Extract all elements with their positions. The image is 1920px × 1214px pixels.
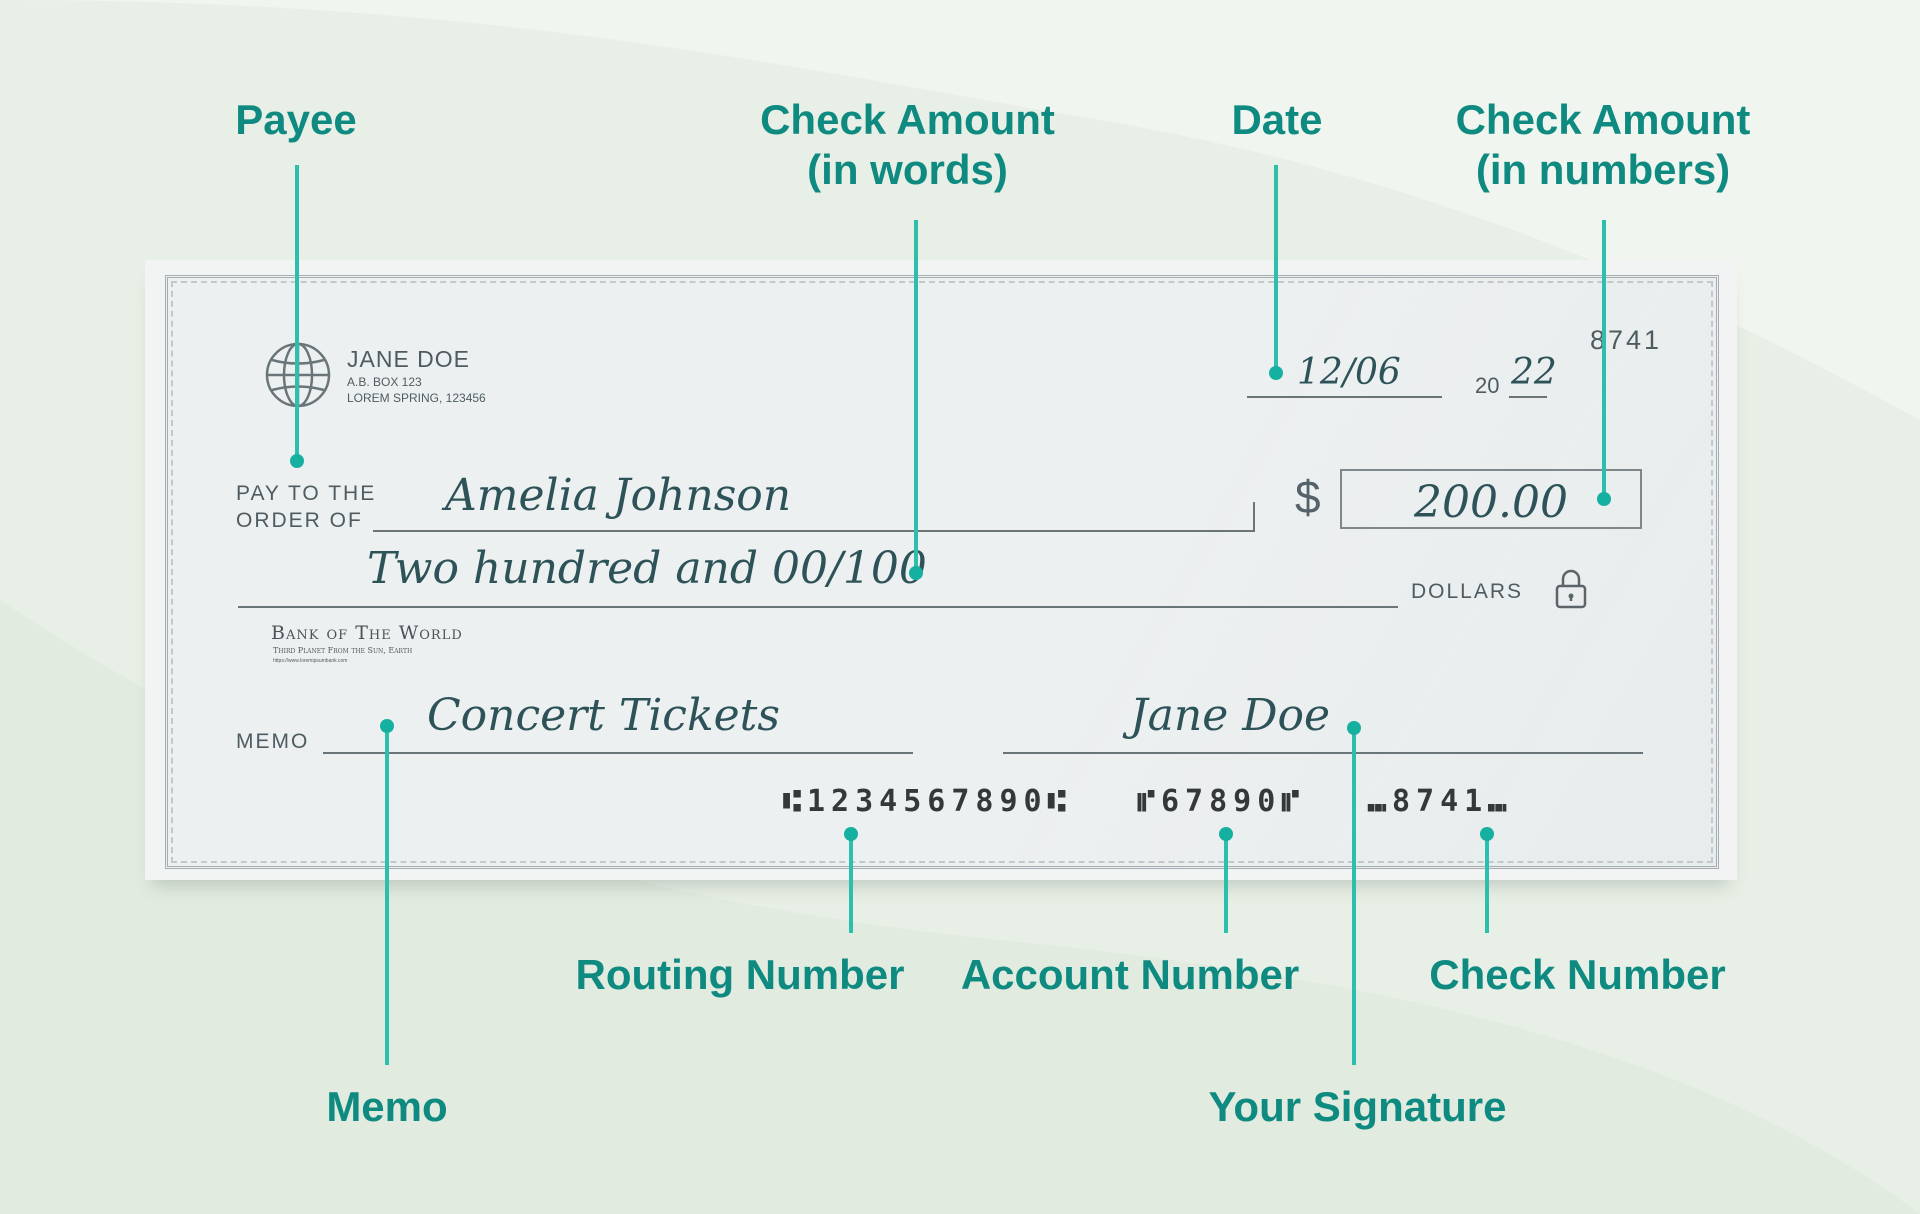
pointer-dot-memo — [380, 719, 394, 733]
pointer-line-routing — [849, 833, 853, 933]
label-date: Date — [1231, 96, 1323, 143]
label-check-number: Check Number — [1429, 951, 1726, 998]
pay-to-label: PAY TO THE ORDER OF — [236, 480, 376, 534]
pointer-dot-amount-words — [909, 566, 923, 580]
year-line — [1509, 396, 1547, 398]
check: JANE DOE A.B. BOX 123 LOREM SPRING, 1234… — [145, 260, 1737, 880]
check-number: 8741 — [1590, 325, 1663, 355]
date-value[interactable]: 12/06 — [1297, 352, 1401, 393]
label-memo: Memo — [326, 1083, 448, 1130]
pointer-line-account — [1224, 833, 1228, 933]
label-your-signature: Your Signature — [1208, 1083, 1507, 1130]
label-check-amount-numbers-line1: Check Amount — [1455, 96, 1751, 143]
year-value[interactable]: 22 — [1511, 352, 1557, 393]
check-number-micr: ⑉8741⑉ — [1368, 784, 1513, 819]
label-check-amount-words-line2: (in words) — [807, 146, 1008, 193]
bank-tagline: Third Planet From the Sun, Earth — [273, 646, 413, 655]
owner-address-line2: LOREM SPRING, 123456 — [347, 391, 486, 405]
label-account-number: Account Number — [960, 951, 1300, 998]
pointer-line-payee — [295, 165, 299, 461]
check-border — [165, 275, 1719, 869]
bank-name: Bank of The World — [271, 622, 463, 644]
memo-value[interactable]: Concert Tickets — [427, 690, 780, 741]
pointer-line-amount-words — [914, 220, 918, 572]
pay-to-label-line2: ORDER OF — [236, 509, 363, 532]
pay-to-label-line1: PAY TO THE — [236, 482, 377, 505]
payee-value[interactable]: Amelia Johnson — [445, 470, 792, 521]
pointer-line-check-number — [1485, 833, 1489, 933]
owner-name: JANE DOE — [347, 346, 471, 372]
date-line — [1247, 396, 1442, 398]
memo-line — [323, 752, 913, 754]
account-number-micr: ⑈67890⑈ — [1137, 784, 1306, 819]
memo-label: MEMO — [236, 730, 310, 753]
pointer-dot-signature — [1347, 721, 1361, 735]
pointer-dot-date — [1269, 366, 1283, 380]
pointer-dot-check-number — [1480, 827, 1494, 841]
signature-value[interactable]: Jane Doe — [1130, 690, 1331, 741]
dollar-sign: $ — [1295, 471, 1321, 523]
year-prefix: 20 — [1475, 373, 1500, 398]
pointer-dot-routing — [844, 827, 858, 841]
amount-value: 200.00 — [1414, 477, 1568, 528]
payee-line-end — [1253, 502, 1255, 532]
label-check-amount-words-line1: Check Amount — [760, 96, 1055, 143]
pointer-dot-amount-numbers — [1597, 492, 1611, 506]
pointer-line-signature — [1352, 727, 1356, 1065]
amount-words-line — [238, 606, 1398, 608]
routing-number-micr: ⑆1234567890⑆ — [783, 784, 1072, 819]
owner-address-line1: A.B. BOX 123 — [347, 375, 422, 389]
payee-line — [373, 530, 1255, 532]
pointer-dot-payee — [290, 454, 304, 468]
lock-icon — [1555, 569, 1587, 609]
amount-words-value[interactable]: Two hundred and 00/100 — [367, 543, 927, 594]
label-check-amount-words: Check Amount (in words) — [735, 95, 1080, 195]
label-check-amount-numbers-line2: (in numbers) — [1475, 146, 1731, 193]
pointer-dot-account — [1219, 827, 1233, 841]
label-payee: Payee — [235, 96, 357, 143]
amount-box[interactable]: 200.00 — [1340, 469, 1642, 529]
signature-line — [1003, 752, 1643, 754]
pointer-line-memo — [385, 725, 389, 1065]
pointer-line-date — [1274, 165, 1278, 372]
label-check-amount-numbers: Check Amount (in numbers) — [1438, 95, 1768, 195]
pointer-line-amount-numbers — [1602, 220, 1606, 498]
dollars-label: DOLLARS — [1411, 580, 1524, 603]
label-routing-number: Routing Number — [575, 951, 905, 998]
bank-url: https://www.loremipsumbank.com — [273, 658, 348, 664]
